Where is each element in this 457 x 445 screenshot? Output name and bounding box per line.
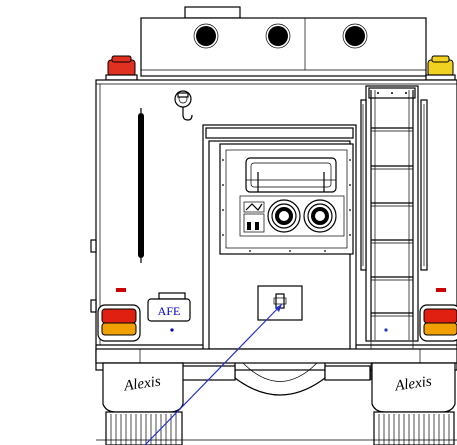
pointer-arrowhead — [275, 304, 282, 312]
lock-icon — [174, 90, 193, 121]
rear-ladder — [360, 85, 428, 380]
grab-handle — [138, 108, 144, 263]
roof-vent-1 — [196, 26, 216, 46]
mudflap-left-text: Alexis — [122, 374, 162, 395]
hose-reels — [239, 195, 345, 237]
mudflap-left: Alexis — [102, 362, 184, 413]
tire-right — [373, 411, 455, 445]
beacon-right — [425, 55, 456, 81]
tail-light-right — [419, 288, 457, 342]
beacon-left — [105, 55, 138, 81]
roof-locker — [140, 6, 427, 77]
mudflap-right: Alexis — [371, 362, 456, 413]
plate-label: AFE — [158, 304, 181, 318]
door-latch — [257, 285, 303, 321]
license-plate: AFE — [147, 292, 191, 332]
roof-vent-3 — [345, 26, 365, 46]
rear-bumper — [95, 348, 457, 396]
tail-light-left — [97, 288, 141, 342]
rear-door — [202, 124, 357, 354]
mudflap-right-text: Alexis — [393, 374, 433, 395]
pointer-leader-line — [144, 303, 283, 445]
roof-vent-2 — [268, 26, 288, 46]
